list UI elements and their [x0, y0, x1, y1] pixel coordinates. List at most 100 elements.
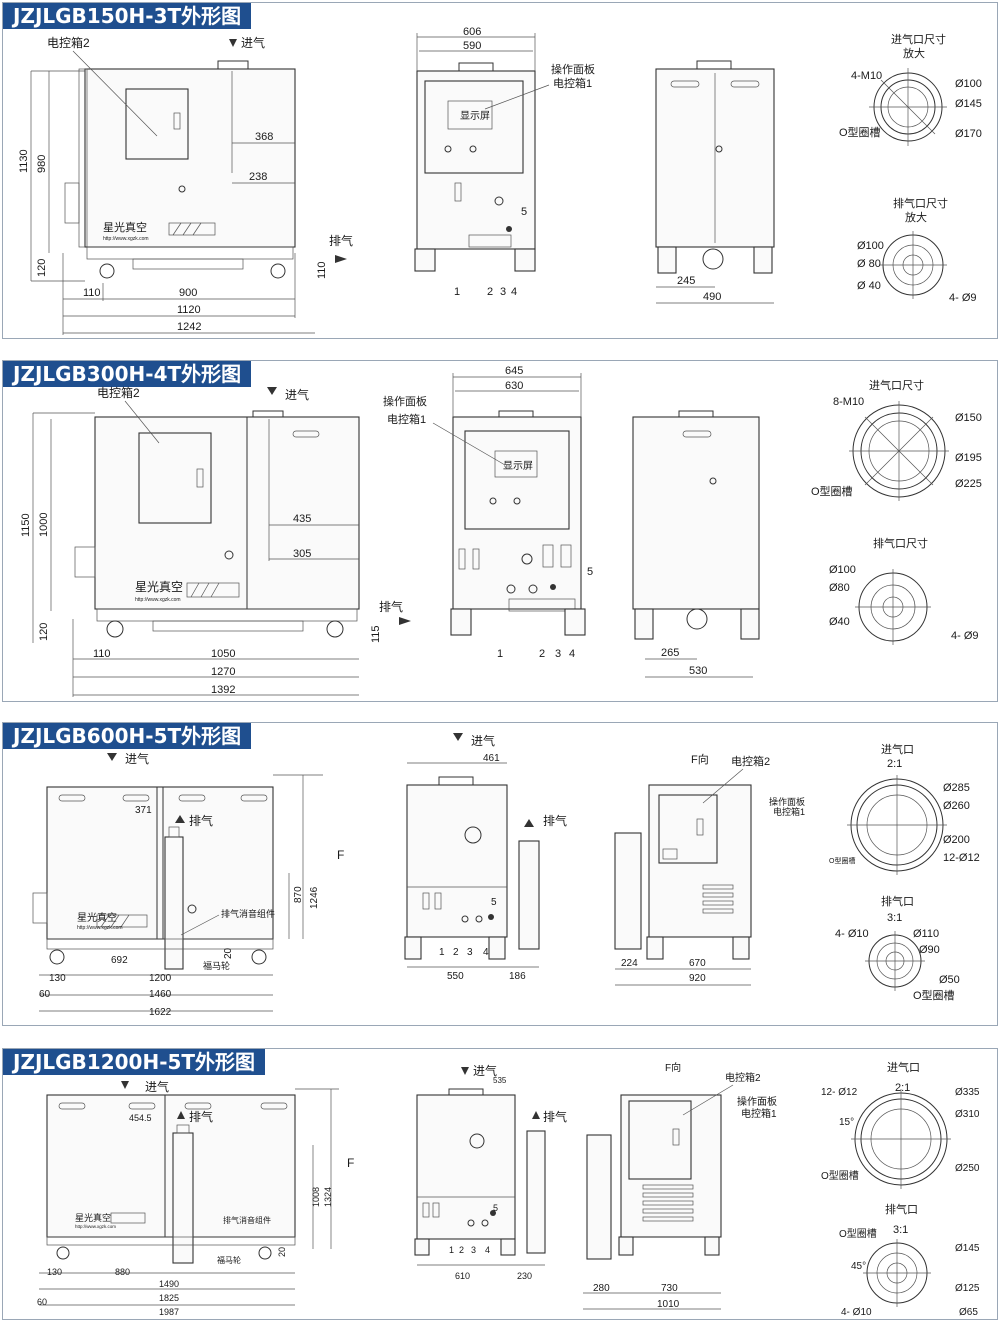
- logo-url: http://www.xgzk.com: [135, 597, 181, 603]
- outlet-bolts: 4- Ø9: [949, 292, 977, 304]
- label-screen: 显示屏: [460, 110, 490, 122]
- logo-url: http://www.xgzk.com: [77, 925, 123, 931]
- callout-1: 1: [497, 648, 503, 660]
- label-ctrl2: 电控箱2: [725, 1071, 761, 1084]
- inlet-oring: O型圈槽: [811, 484, 853, 498]
- dim: 245: [677, 275, 695, 287]
- outlet-d1: Ø145: [955, 1243, 980, 1254]
- callout-4: 4: [483, 947, 489, 958]
- callout-5: 5: [493, 1203, 498, 1213]
- side-view: [414, 33, 536, 272]
- dim: 670: [689, 958, 706, 969]
- dim: 20: [277, 1247, 287, 1257]
- outlet-d1: Ø100: [857, 240, 884, 252]
- label-exhaust: 排气: [189, 813, 213, 828]
- back-view: [614, 784, 752, 986]
- dim-width-inner: 590: [463, 40, 481, 52]
- dim: 120: [38, 623, 50, 641]
- drawing-600h: 进气 排气 排气消音组件 福马轮 F 星光真空 http://www.xgzk.…: [32, 733, 980, 1018]
- dim-width-outer: 606: [463, 26, 481, 38]
- outlet-d3: Ø40: [829, 616, 850, 628]
- inlet-flange-detail: [851, 1089, 951, 1189]
- dim: 60: [37, 1297, 47, 1307]
- label-panel: 操作面板: [383, 394, 427, 408]
- inlet-flange-detail: [847, 775, 947, 875]
- front-view: [39, 1081, 339, 1306]
- outlet-d3: Ø50: [939, 974, 960, 986]
- dim: 1460: [149, 989, 172, 1000]
- label-panel: 操作面板: [737, 1095, 777, 1108]
- inlet-angle: 15°: [839, 1117, 854, 1128]
- callout-3: 3: [467, 947, 473, 958]
- callout-3: 3: [471, 1245, 476, 1255]
- label-inlet: 进气: [241, 35, 265, 50]
- callout-4: 4: [511, 286, 517, 298]
- dim: 530: [689, 665, 707, 677]
- callout-2: 2: [487, 286, 493, 298]
- section-title: JZJLGB600H-5T外形图: [3, 723, 252, 749]
- label-inlet-side: 进气: [471, 733, 495, 748]
- side-view: [404, 733, 540, 968]
- dim: 130: [47, 1267, 62, 1277]
- dim: 20: [223, 947, 234, 959]
- section-1200h: JZJLGB1200H-5T外形图 进气 排气 排气消音组件 福马轮 F 星光真…: [2, 1048, 998, 1320]
- callout-3: 3: [500, 286, 506, 298]
- dim: 1150: [20, 513, 32, 537]
- section-150h: JZJLGB150H-3T外形图: [2, 2, 998, 339]
- section-title: JZJLGB150H-3T外形图: [3, 3, 252, 29]
- dim: 110: [93, 648, 111, 660]
- outlet-sub: 放大: [905, 210, 927, 224]
- logo-text: 星光真空: [135, 580, 183, 594]
- outlet-flange-detail: [879, 231, 947, 299]
- inlet-d3: Ø250: [955, 1163, 980, 1174]
- label-silencer: 排气消音组件: [223, 1215, 271, 1225]
- label-exhaust-side: 排气: [543, 813, 567, 828]
- callout-1: 1: [449, 1245, 454, 1255]
- dim: 1622: [149, 1007, 172, 1018]
- label-ctrl2: 电控箱2: [731, 754, 770, 768]
- callout-5: 5: [521, 206, 527, 218]
- dim: 870: [293, 886, 304, 903]
- label-inlet: 进气: [145, 1079, 169, 1094]
- label-inlet-side: 进气: [473, 1063, 497, 1078]
- inlet-oring: O型圈槽: [839, 125, 881, 139]
- label-silencer: 排气消音组件: [221, 908, 275, 919]
- dim: 186: [509, 971, 526, 982]
- logo-text: 星光真空: [103, 220, 147, 234]
- outlet-d2: Ø90: [919, 944, 940, 956]
- dim-height: 1130: [18, 149, 30, 173]
- dim: 610: [455, 1271, 470, 1281]
- dim: 730: [661, 1283, 678, 1294]
- label-ctrl1: 电控箱1: [741, 1107, 777, 1120]
- label-panel: 操作面板: [769, 796, 805, 807]
- label-ctrl1: 电控箱1: [773, 806, 805, 817]
- inlet-title: 进气口尺寸: [891, 32, 946, 46]
- dim: 368: [255, 131, 273, 143]
- outlet-title: 排气口尺寸: [893, 196, 948, 210]
- callout-4: 4: [569, 648, 575, 660]
- inlet-bolts: 8-M10: [833, 396, 864, 408]
- label-panel: 操作面板: [551, 62, 595, 76]
- section-300h: JZJLGB300H-4T外形图 电控箱2 进气: [2, 360, 998, 702]
- logo-url: http://www.xgzk.com: [75, 1224, 116, 1229]
- dim: 645: [505, 365, 523, 377]
- inlet-d2: Ø260: [943, 800, 970, 812]
- outlet-flange-detail: [863, 1239, 931, 1307]
- dim: 461: [483, 753, 500, 764]
- front-view: [32, 387, 411, 697]
- dim: 1000: [38, 513, 50, 537]
- dim: 900: [179, 287, 197, 299]
- outlet-title: 排气口尺寸: [873, 536, 928, 550]
- dim: 1242: [177, 321, 201, 333]
- inlet-d3: Ø170: [955, 128, 982, 140]
- dim: 1825: [159, 1293, 179, 1303]
- inlet-bolts: 12-Ø12: [943, 852, 980, 864]
- dim: 920: [689, 973, 706, 984]
- label-screen: 显示屏: [503, 460, 533, 472]
- dim: 230: [517, 1271, 532, 1281]
- dim: 1008: [311, 1187, 321, 1207]
- inlet-d2: Ø145: [955, 98, 982, 110]
- outlet-flange-detail: [865, 931, 925, 991]
- dim: 550: [447, 971, 464, 982]
- inlet-d3: Ø200: [943, 834, 970, 846]
